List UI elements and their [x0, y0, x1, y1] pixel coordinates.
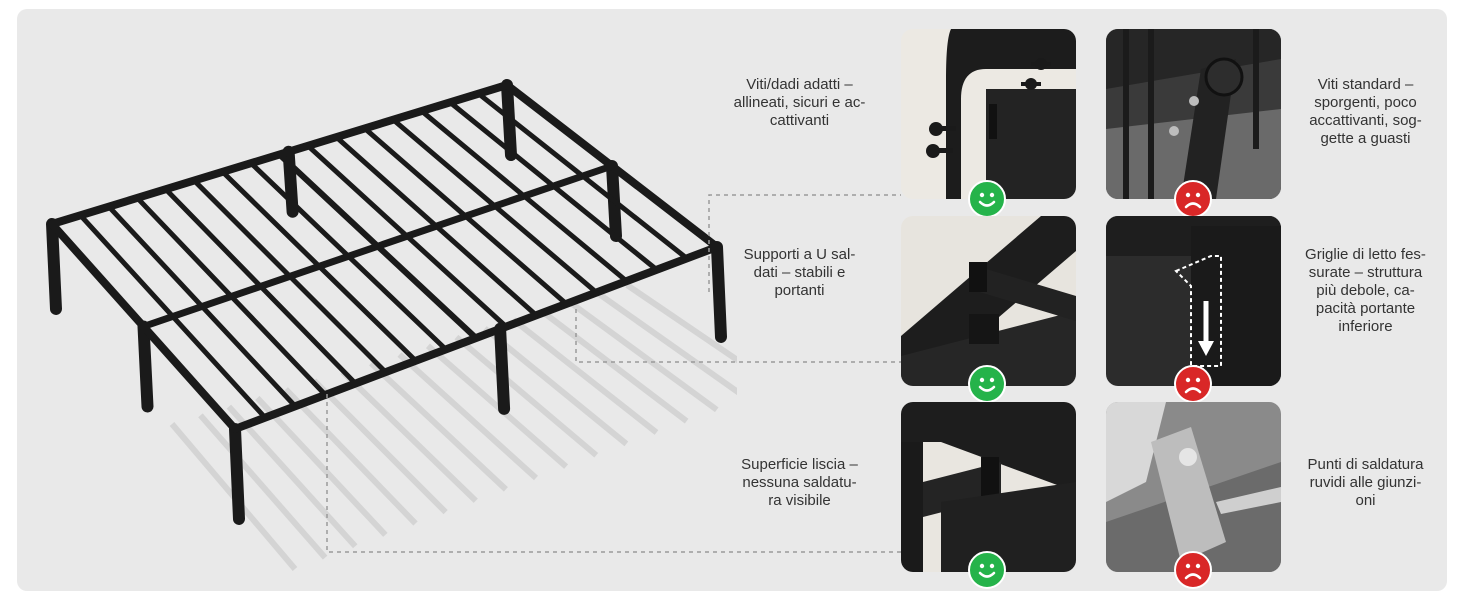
frame-shadow-slat	[340, 369, 478, 503]
photo-smooth-surface-good	[901, 402, 1076, 572]
photo-slotted-bad	[1106, 216, 1281, 386]
bed-leg	[137, 320, 154, 413]
frame-shadow-slat	[511, 317, 659, 435]
smile-icon	[968, 180, 1006, 218]
frame-shadow-slat	[198, 413, 328, 560]
frame-shadow-slat	[369, 360, 508, 492]
frame-shadow-slat	[568, 299, 719, 413]
frame-shadow-slat	[255, 395, 388, 537]
bed-frame-rail	[503, 81, 721, 251]
frame-shadow-slat	[454, 334, 599, 458]
photo-screws-bad	[1106, 29, 1281, 199]
bed-frame-rail	[48, 81, 511, 228]
bed-center-spine	[276, 151, 479, 341]
frame-shadow-slat	[397, 352, 539, 481]
bed-leg	[46, 218, 62, 315]
frame-shadow-slat	[539, 308, 689, 424]
photo-u-support-good	[901, 216, 1076, 386]
good-caption-2: Supporti a U sal- dati – stabili e porta…	[743, 246, 856, 299]
bad-caption-3: Punti di saldatura ruvidi alle giunzi- o…	[1307, 456, 1424, 509]
bed-leg	[494, 322, 511, 415]
frown-icon	[1174, 180, 1212, 218]
good-caption-3: Superficie liscia – nessuna saldatu- ra …	[741, 456, 858, 509]
photo-rough-weld-bad	[1106, 402, 1281, 572]
smile-icon	[968, 551, 1006, 589]
bed-frame-illustration	[46, 79, 737, 571]
frown-icon	[1174, 365, 1212, 403]
bed-frame-rail	[48, 220, 239, 433]
bed-leg	[229, 423, 245, 525]
photo-screws-good	[901, 29, 1076, 199]
frame-shadow-slat	[283, 387, 418, 526]
bad-caption-1: Viti standard – sporgenti, poco accattiv…	[1309, 76, 1422, 147]
good-caption-1: Viti/dadi adatti – allineati, sicuri e a…	[733, 76, 866, 129]
smile-icon	[968, 365, 1006, 403]
bad-caption-2: Griglie di letto fes- surate – struttura…	[1305, 246, 1426, 335]
frame-shadow-slat	[312, 378, 448, 515]
frown-icon	[1174, 551, 1212, 589]
comparison-panel: Viti/dadi adatti – allineati, sicuri e a…	[17, 9, 1447, 591]
bed-frame-rail	[231, 243, 721, 433]
